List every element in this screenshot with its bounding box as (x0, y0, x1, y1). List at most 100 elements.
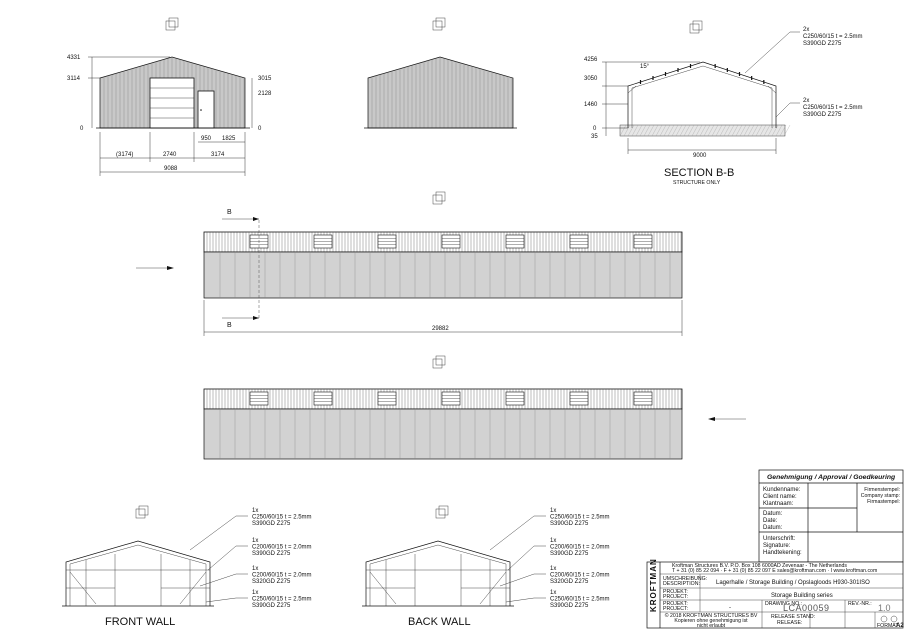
member-note: S390GD Z275 (550, 521, 589, 527)
member-note: S390GD Z275 (550, 603, 589, 609)
view-cube-icon[interactable] (432, 355, 446, 369)
view-cube-icon[interactable] (165, 17, 179, 31)
approval-header: Genehmigung / Approval / Goedkeuring (767, 474, 896, 481)
note-label: C250/60/15 t = 2.5mm (803, 105, 863, 111)
member-note: 1x (252, 538, 258, 544)
section-marker-bottom: B (227, 322, 232, 329)
note-label: 2x (803, 98, 809, 104)
section-marker-top: B (227, 209, 232, 216)
projection-symbol-icon (880, 615, 888, 623)
dim-zero: 0 (80, 126, 84, 132)
stamp-label: Firmenstempel: (864, 487, 900, 493)
drawing-number: LCA00059 (783, 603, 830, 613)
signature-label: Unterschrift: (763, 536, 796, 542)
member-note: C250/60/15 t = 2.5mm (252, 515, 312, 521)
view-cube-icon[interactable] (689, 20, 703, 34)
dim-height-eave: 3114 (67, 76, 81, 82)
dim-height-ridge: 4331 (67, 55, 81, 61)
view-cube-icon[interactable] (135, 505, 149, 519)
description-label: UMSCHREIBUNG: (663, 576, 707, 582)
dim-right-3: 0 (258, 126, 262, 132)
note-label: 2x (803, 27, 809, 33)
member-note: 1x (252, 590, 258, 596)
member-note: S390GD Z275 (252, 521, 291, 527)
member-note: C250/60/15 t = 2.5mm (550, 515, 610, 521)
view-cube-icon[interactable] (435, 505, 449, 519)
dim-total-width: 9088 (164, 166, 178, 172)
dim-right-2: 2128 (258, 91, 272, 97)
dim-bottom-2: 2740 (163, 152, 177, 158)
revision-label: REV.-NR.: (848, 601, 872, 607)
roof-angle: 15° (640, 64, 650, 70)
member-note: C250/60/15 t = 2.5mm (252, 597, 312, 603)
copyright-line: nicht erlaubt (697, 623, 726, 629)
release-label: RELEASE: (777, 620, 802, 626)
section-title: SECTION B-B (664, 167, 734, 179)
signature-label: Handtekening: (763, 550, 802, 556)
member-note: S390GD Z275 (252, 603, 291, 609)
dim-small-2: 1825 (222, 136, 236, 142)
project-label: PROJECT: (663, 594, 688, 600)
member-note: C250/60/15 t = 2.5mm (550, 597, 610, 603)
date-label: Date: (763, 518, 778, 524)
note-label: C250/60/15 t = 2.5mm (803, 34, 863, 40)
section-width: 9000 (693, 153, 707, 159)
member-note: S390GD Z275 (252, 551, 291, 557)
format-label: FORMAT (877, 623, 899, 629)
back-elevation (364, 56, 517, 129)
dim-bottom-1: (3174) (116, 152, 133, 158)
project-value: Storage Building series (771, 593, 833, 599)
description-value: Lagerhalle / Storage Building / Opslaglo… (716, 580, 870, 586)
release-label: RELEASE STAND: (771, 614, 815, 620)
section-b-b: 4256 3050 1460 0 35 15° 9000 SECTION B-B… (584, 27, 863, 186)
description-label: DESCRIPTION: (663, 581, 700, 587)
drawing-no-label: DRAWING NO.: (765, 601, 802, 607)
view-cube-icon[interactable] (432, 17, 446, 31)
stamp-label: Firmastempel: (867, 499, 900, 505)
date-label: Datum: (763, 525, 783, 531)
side-elevation-bottom (203, 388, 746, 460)
customer-label: Kundenname: (763, 487, 801, 493)
project2-label: PROJECT: (663, 606, 688, 612)
member-note: 1x (550, 508, 556, 514)
member-note: C200/60/15 t = 2.0mm (550, 545, 610, 551)
customer-label: Klantnaam: (763, 501, 794, 507)
section-dim-5: 35 (591, 134, 598, 140)
member-note: 1x (550, 566, 556, 572)
customer-label: Client name: (763, 494, 797, 500)
title-block: Genehmigung / Approval / Goedkeuring Kun… (646, 469, 904, 629)
member-note: C200/60/15 t = 2.0mm (252, 573, 312, 579)
section-subtitle: STRUCTURE ONLY (673, 180, 721, 186)
kroftman-logo: KROFTMAN (649, 558, 658, 612)
dim-right-1: 3015 (258, 76, 272, 82)
section-dim-1: 4256 (584, 57, 598, 63)
project2-label: PROJEKT: (663, 601, 688, 607)
member-note: 1x (550, 538, 556, 544)
view-cube-icon[interactable] (432, 191, 446, 205)
format-value: A2 (896, 623, 904, 629)
company-contact: T + 31 (0) 85 22 094 · F + 31 (0) 85 22 … (672, 568, 877, 574)
project-label: PROJEKT: (663, 589, 688, 595)
building-length: 29882 (432, 326, 449, 332)
member-note: 1x (252, 508, 258, 514)
stamp-label: Company stamp: (861, 493, 900, 499)
note-label: S390GD Z275 (803, 112, 842, 118)
signature-label: Signature: (763, 543, 791, 549)
side-elevation-top: B B 29882 (136, 209, 683, 336)
member-note: 1x (252, 566, 258, 572)
section-dim-4: 0 (593, 126, 597, 132)
revision-value: 1.0 (878, 603, 891, 613)
member-note: C200/60/15 t = 2.0mm (550, 573, 610, 579)
member-note: S390GD Z275 (550, 551, 589, 557)
member-note: 1x (550, 590, 556, 596)
section-dim-2: 3050 (584, 76, 598, 82)
dim-bottom-3: 3174 (211, 152, 225, 158)
project2-value: - (729, 605, 731, 611)
company-address: Kroftman Structures B.V. P.O. Box 108 60… (672, 563, 847, 569)
front-elevation: 4331 3114 0 3015 2128 0 950 1825 (3174) … (67, 55, 272, 176)
copyright-line: Kopieren ohne genehmigung ist (674, 618, 748, 624)
member-note: C200/60/15 t = 2.0mm (252, 545, 312, 551)
